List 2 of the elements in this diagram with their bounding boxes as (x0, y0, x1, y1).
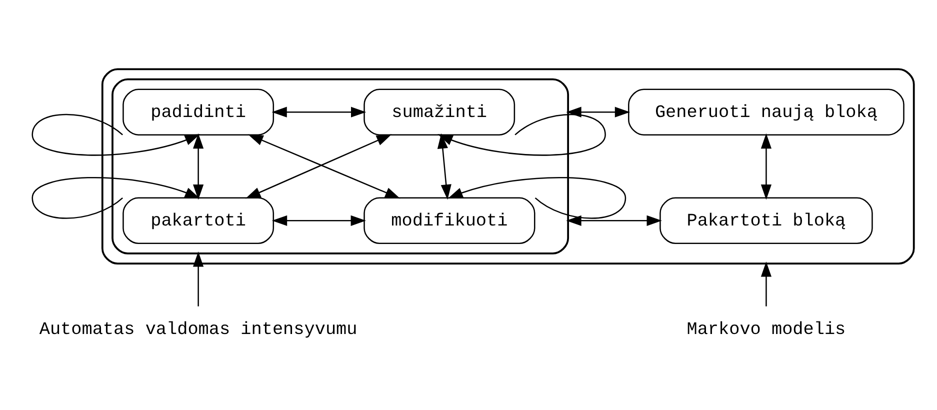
node-text: Markovo modelis (686, 319, 846, 340)
node-text: Automatas valdomas intensyvumu (38, 319, 357, 340)
